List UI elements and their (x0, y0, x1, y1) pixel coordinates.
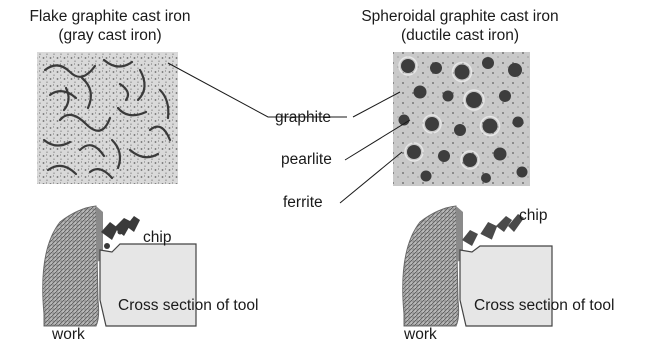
left-tool-label: Cross section of tool (118, 296, 258, 315)
spheroidal-graphite-micrograph (393, 52, 530, 186)
right-chip (462, 214, 524, 246)
graphite-label: graphite (275, 108, 331, 127)
right-work-label: work (404, 325, 437, 344)
label-leader-lines (168, 63, 410, 203)
left-chip-label: chip (143, 228, 171, 247)
ferrite-label: ferrite (283, 193, 323, 212)
pearlite-label: pearlite (281, 150, 332, 169)
flake-graphite-micrograph (37, 52, 178, 184)
right-chip-label: chip (519, 206, 547, 225)
right-tool-label: Cross section of tool (474, 296, 614, 315)
left-work-label: work (52, 325, 85, 344)
